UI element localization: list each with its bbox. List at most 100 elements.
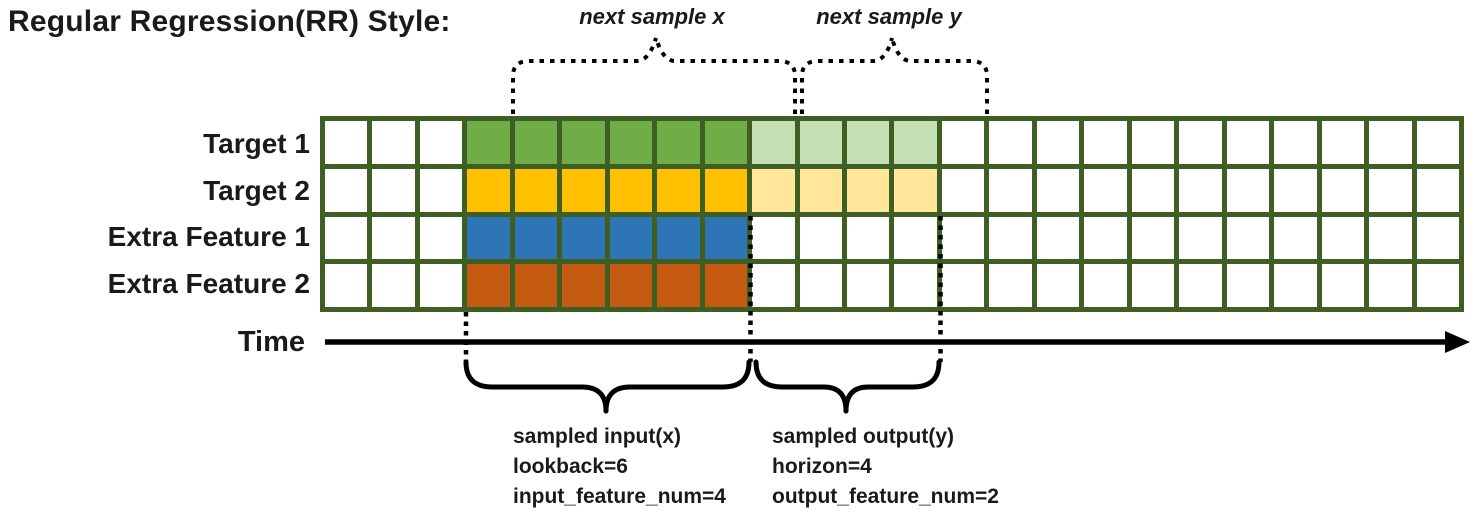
- grid-cell: [1416, 121, 1459, 164]
- grid-cell: [941, 264, 985, 307]
- row-label: Target 2: [203, 174, 310, 206]
- grid-cell: [1036, 264, 1080, 307]
- grid-cell: [1274, 121, 1317, 164]
- grid-cell: [1369, 168, 1412, 212]
- grid-cell: [1416, 264, 1459, 307]
- grid-cell: [799, 168, 843, 212]
- grid-cell: [419, 168, 463, 212]
- grid-cell: [799, 121, 843, 164]
- grid-cell: [752, 264, 795, 307]
- grid-cell: [1084, 264, 1127, 307]
- grid-cell: [847, 168, 890, 212]
- grid-cell: [562, 216, 605, 260]
- grid-cell: [752, 216, 795, 260]
- next-sample-y-label: next sample y: [816, 4, 962, 29]
- grid-cell: [752, 121, 795, 164]
- grid-cell: [799, 264, 843, 307]
- grid-cell: [1226, 168, 1270, 212]
- grid-cell: [1036, 216, 1080, 260]
- grid-cell: [514, 264, 558, 307]
- grid-cell: [1226, 264, 1270, 307]
- grid-cell: [1179, 121, 1222, 164]
- next-sample-y-brace: [800, 37, 989, 114]
- grid-cell: [752, 168, 795, 212]
- grid-cell: [325, 264, 368, 307]
- grid-cell: [514, 168, 558, 212]
- grid-cell: [1274, 264, 1317, 307]
- grid-cell: [419, 121, 463, 164]
- grid-cell: [1416, 216, 1459, 260]
- grid-cell: [657, 121, 700, 164]
- grid-cell: [1321, 121, 1365, 164]
- grid-cell: [1084, 121, 1127, 164]
- grid-cell: [419, 216, 463, 260]
- sample-grid: [320, 116, 1464, 312]
- output-annotation: sampled output(y) horizon=4 output_featu…: [772, 422, 999, 512]
- grid-cell: [1036, 121, 1080, 164]
- grid-cell: [989, 216, 1032, 260]
- grid-cell: [704, 121, 748, 164]
- grid-cell: [562, 121, 605, 164]
- grid-cell: [941, 216, 985, 260]
- grid-cell: [657, 264, 700, 307]
- grid-cell: [1179, 216, 1222, 260]
- time-axis-label: Time: [237, 326, 305, 358]
- time-arrow: [325, 331, 1470, 353]
- grid-cell: [894, 121, 937, 164]
- grid-cell: [419, 264, 463, 307]
- grid-cell: [1321, 216, 1365, 260]
- output-annotation-line: horizon=4: [772, 455, 872, 478]
- grid-cell: [467, 168, 510, 212]
- grid-cell: [372, 216, 415, 260]
- row-label: Extra Feature 1: [107, 221, 310, 253]
- output-brace: [753, 359, 942, 414]
- grid-cell: [609, 168, 653, 212]
- grid-cell: [941, 168, 985, 212]
- next-sample-x-label: next sample x: [579, 4, 725, 29]
- grid-cell: [1131, 121, 1175, 164]
- input-annotation: sampled input(x) lookback=6 input_featur…: [513, 422, 726, 512]
- grid-cell: [562, 264, 605, 307]
- grid-cell: [467, 264, 510, 307]
- grid-cell: [989, 121, 1032, 164]
- grid-cell: [1369, 264, 1412, 307]
- grid-cell: [847, 264, 890, 307]
- output-annotation-line: sampled output(y): [772, 425, 954, 448]
- grid-cell: [372, 264, 415, 307]
- grid-cell: [372, 168, 415, 212]
- grid-cell: [894, 216, 937, 260]
- grid-cell: [657, 216, 700, 260]
- grid-cell: [657, 168, 700, 212]
- grid-cell: [1179, 168, 1222, 212]
- grid-cell: [847, 121, 890, 164]
- grid-cell: [1321, 168, 1365, 212]
- input-annotation-line: input_feature_num=4: [513, 485, 726, 508]
- grid-cell: [1274, 216, 1317, 260]
- input-annotation-line: lookback=6: [513, 455, 628, 478]
- grid-cell: [1416, 168, 1459, 212]
- grid-cell: [1369, 121, 1412, 164]
- grid-cell: [1226, 121, 1270, 164]
- grid-cell: [609, 216, 653, 260]
- grid-cell: [989, 168, 1032, 212]
- grid-cell: [941, 121, 985, 164]
- grid-cell: [325, 216, 368, 260]
- grid-cell: [467, 121, 510, 164]
- grid-cell: [894, 168, 937, 212]
- grid-cell: [325, 168, 368, 212]
- row-label: Target 1: [203, 128, 310, 160]
- grid-cell: [704, 216, 748, 260]
- grid-cell: [1274, 168, 1317, 212]
- grid-cell: [514, 216, 558, 260]
- grid-cell: [1036, 168, 1080, 212]
- grid-cell: [609, 121, 653, 164]
- grid-cell: [372, 121, 415, 164]
- input-brace: [463, 359, 752, 414]
- grid-cell: [467, 216, 510, 260]
- grid-cell: [1131, 264, 1175, 307]
- diagram-title: Regular Regression(RR) Style:: [8, 5, 451, 38]
- grid-cell: [1179, 264, 1222, 307]
- grid-cell: [1084, 216, 1127, 260]
